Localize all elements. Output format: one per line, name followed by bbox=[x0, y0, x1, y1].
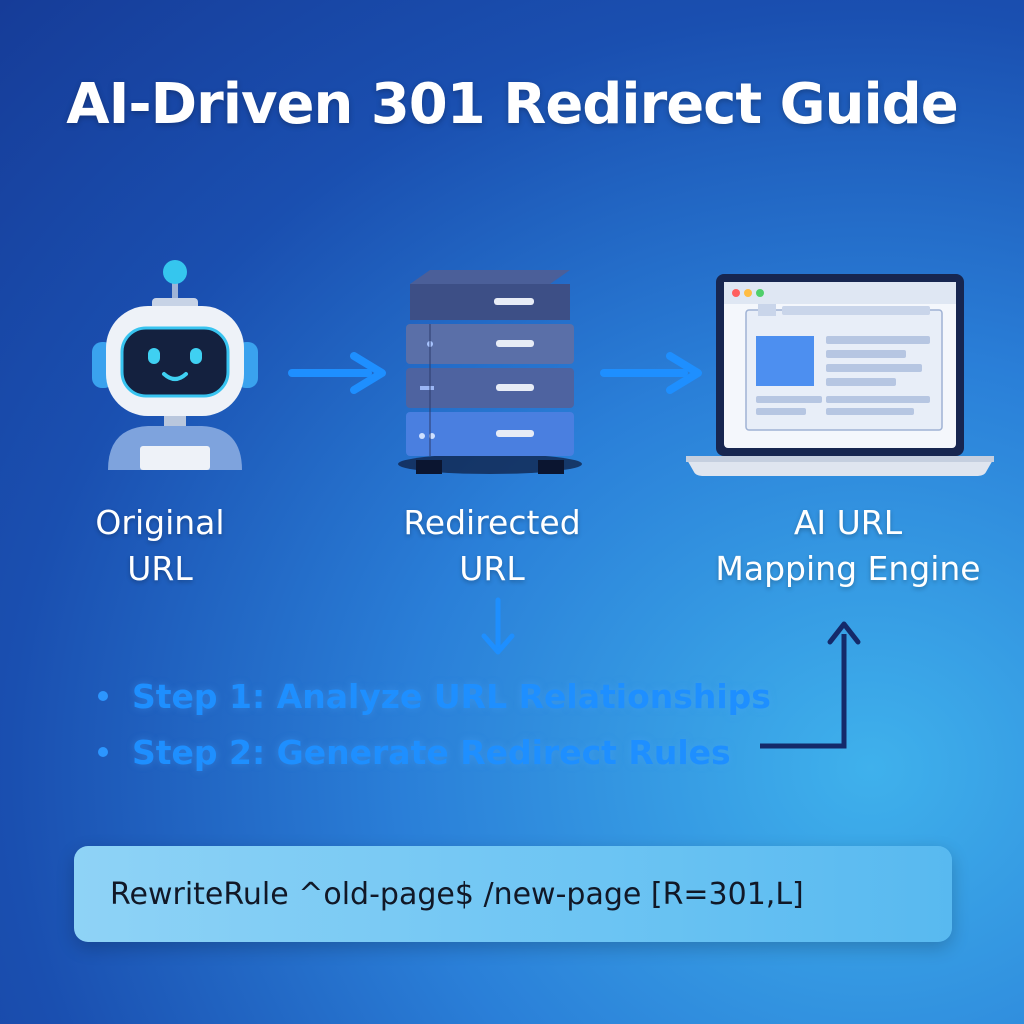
node-label-engine: AI URL Mapping Engine bbox=[688, 500, 1008, 592]
node-label-original: Original URL bbox=[60, 500, 260, 592]
arrow-down-icon bbox=[481, 597, 515, 655]
code-snippet: RewriteRule ^old-page$ /new-page [R=301,… bbox=[110, 876, 804, 912]
node-label-redirected: Redirected URL bbox=[380, 500, 604, 592]
node-label-line: URL bbox=[459, 549, 525, 588]
code-box: RewriteRule ^old-page$ /new-page [R=301,… bbox=[74, 846, 952, 942]
list-item: Step 2: Generate Redirect Rules bbox=[98, 724, 771, 780]
bullet-icon bbox=[98, 747, 108, 757]
laptop-icon bbox=[686, 274, 994, 476]
node-label-line: Original bbox=[95, 503, 225, 542]
connector-arrow-icon bbox=[760, 621, 861, 749]
server-icon bbox=[398, 270, 582, 474]
page-title: AI-Driven 301 Redirect Guide bbox=[66, 72, 959, 137]
list-item: Step 1: Analyze URL Relationships bbox=[98, 668, 771, 724]
node-label-line: AI URL bbox=[793, 503, 903, 542]
step-label: Step 2: Generate Redirect Rules bbox=[132, 732, 731, 772]
arrow-right-icon bbox=[288, 352, 386, 394]
node-label-line: Mapping Engine bbox=[715, 549, 981, 588]
bullet-icon bbox=[98, 691, 108, 701]
step-label: Step 1: Analyze URL Relationships bbox=[132, 676, 771, 716]
robot-icon bbox=[92, 260, 258, 470]
steps-list: Step 1: Analyze URL Relationships Step 2… bbox=[98, 668, 771, 780]
arrow-right-icon bbox=[600, 352, 702, 394]
node-label-line: Redirected bbox=[403, 503, 581, 542]
node-label-line: URL bbox=[127, 549, 193, 588]
